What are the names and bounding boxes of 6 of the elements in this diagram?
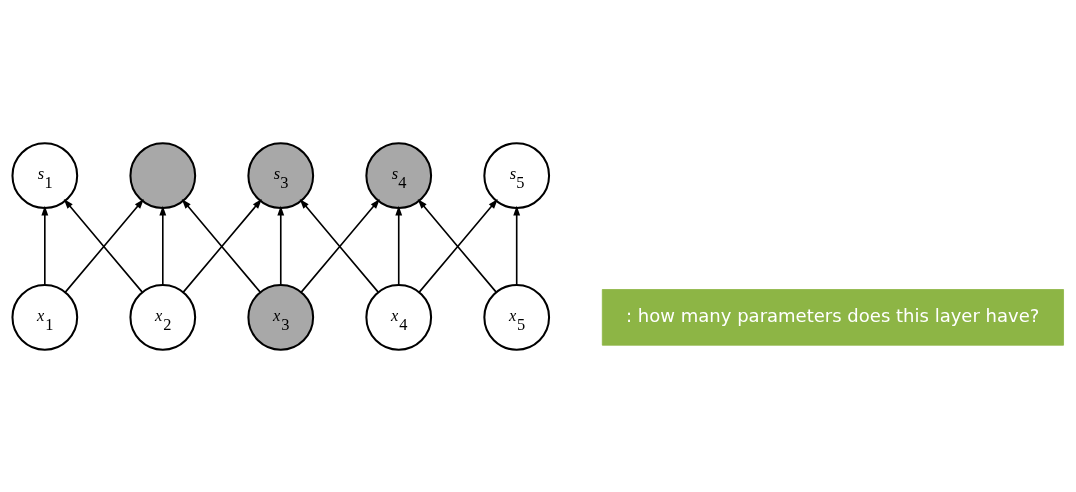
arrow [159,205,167,286]
arrow [277,205,285,286]
arrow [395,205,403,286]
arrow [41,205,49,286]
node-box: : how many parameters does this layer have? [601,288,1064,346]
arrow [513,205,521,286]
